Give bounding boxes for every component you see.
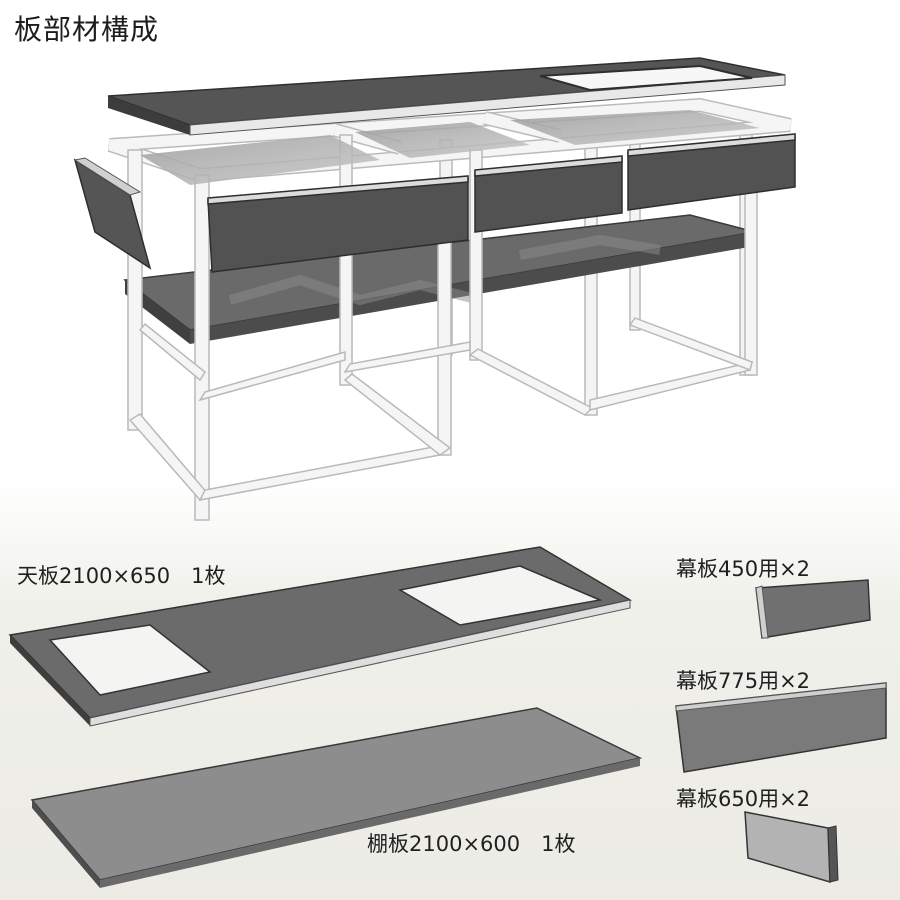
- top-board-assembled: [107, 57, 786, 136]
- front-aprons: [207, 133, 796, 273]
- shelf-board-label: 棚板2100×600 1枚: [367, 832, 576, 856]
- apron-450-part: [755, 579, 871, 639]
- top-board-label: 天板2100×650 1枚: [17, 564, 226, 588]
- apron-775-label: 幕板775用×2: [676, 669, 811, 693]
- glass-panes: [140, 110, 760, 185]
- top-board-part: [8, 546, 633, 727]
- apron-450-label: 幕板450用×2: [676, 557, 811, 581]
- apron-775-part: [675, 682, 887, 773]
- shelf-board-part: [30, 707, 643, 888]
- apron-650-part: [744, 811, 839, 884]
- side-apron-left: [73, 157, 152, 270]
- apron-650-label: 幕板650用×2: [676, 787, 811, 811]
- page-title: 板部材構成: [14, 13, 160, 46]
